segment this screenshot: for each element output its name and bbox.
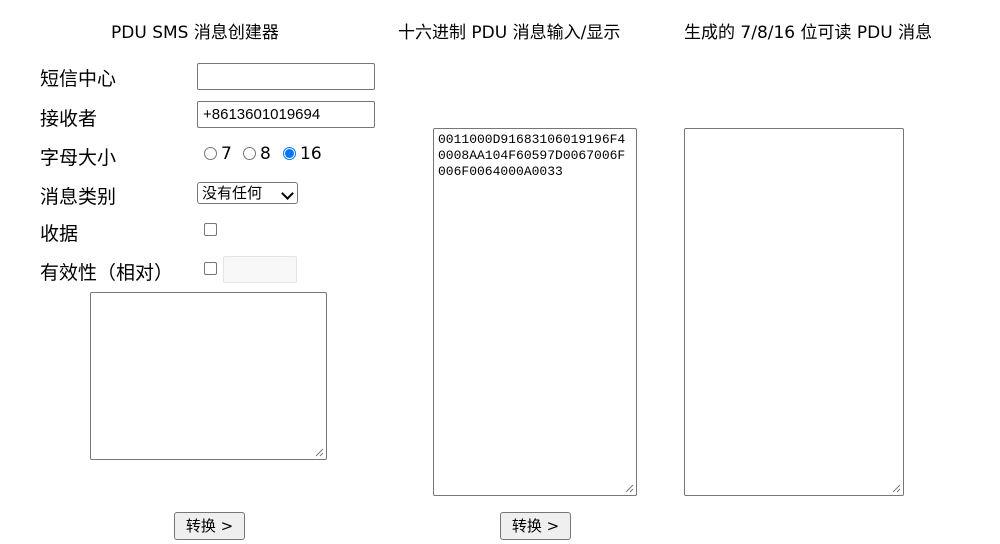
msg-class-label: 消息类别	[40, 186, 117, 208]
readable-pdu-textarea[interactable]	[684, 128, 904, 496]
alphabet-label: 字母大小	[40, 147, 117, 169]
alphabet-option-8: 8	[260, 144, 271, 164]
alphabet-option-7: 7	[221, 144, 232, 164]
creator-header: PDU SMS 消息创建器	[111, 23, 279, 43]
receiver-label: 接收者	[40, 108, 98, 130]
convert-to-readable-button[interactable]: 转换 >	[500, 512, 571, 540]
validity-label: 有效性（相对）	[40, 262, 174, 284]
chevron-down-icon	[281, 187, 294, 200]
convert-to-pdu-button[interactable]: 转换 >	[174, 512, 245, 540]
alphabet-radio-7[interactable]	[204, 147, 217, 160]
resize-grip-icon[interactable]	[315, 448, 324, 457]
msg-class-select[interactable]: 没有任何	[197, 182, 298, 204]
resize-grip-icon[interactable]	[892, 484, 901, 493]
resize-grip-icon[interactable]	[625, 484, 634, 493]
receipt-checkbox[interactable]	[204, 223, 217, 236]
hex-pdu-textarea[interactable]: 0011000D91683106019196F40008AA104F60597D…	[433, 128, 637, 496]
validity-input[interactable]	[223, 256, 297, 283]
receiver-input[interactable]	[197, 101, 375, 128]
message-textarea[interactable]	[90, 292, 327, 460]
smsc-input[interactable]	[197, 63, 375, 90]
readable-header: 生成的 7/8/16 位可读 PDU 消息	[684, 23, 933, 43]
hex-pdu-text: 0011000D91683106019196F40008AA104F60597D…	[438, 132, 626, 179]
receipt-label: 收据	[40, 223, 79, 245]
smsc-label: 短信中心	[40, 68, 117, 90]
validity-checkbox[interactable]	[204, 262, 217, 275]
alphabet-option-16: 16	[300, 144, 322, 164]
alphabet-radio-8[interactable]	[243, 147, 256, 160]
hex-io-header: 十六进制 PDU 消息输入/显示	[398, 23, 621, 43]
alphabet-radio-16[interactable]	[283, 147, 296, 160]
msg-class-value: 没有任何	[202, 184, 263, 202]
